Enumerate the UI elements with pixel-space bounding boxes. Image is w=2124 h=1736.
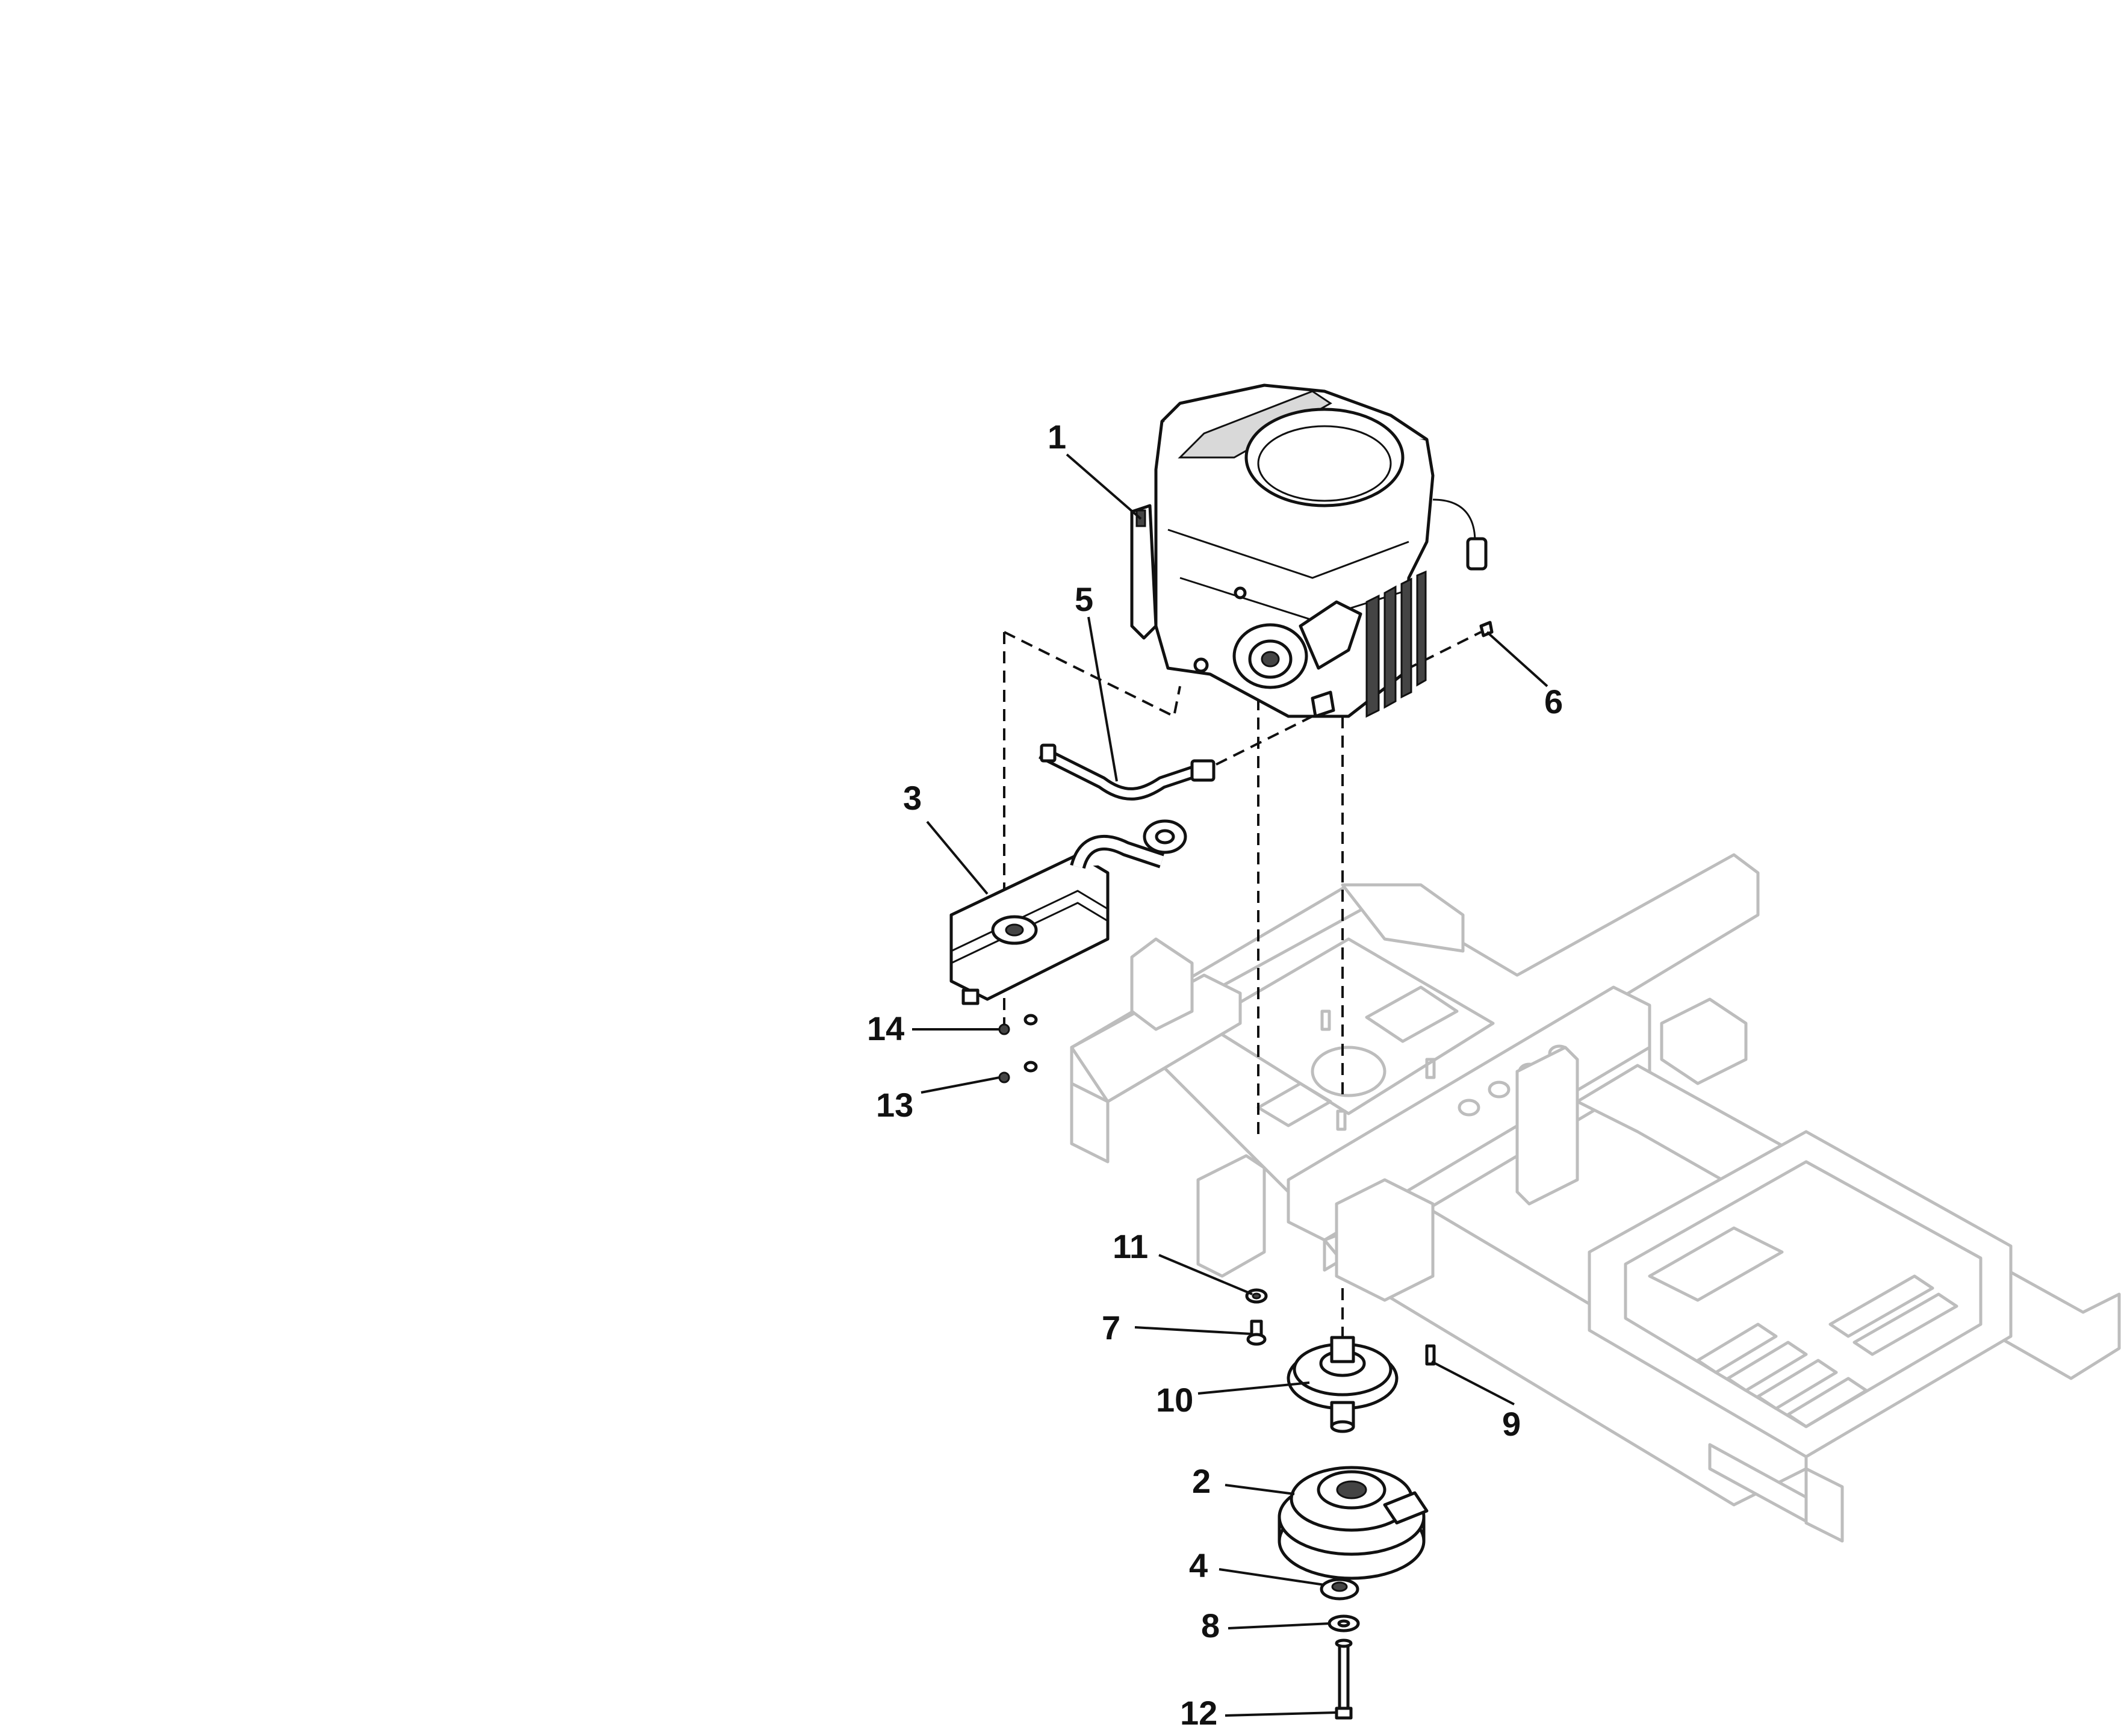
chassis-frame bbox=[1070, 853, 2121, 1543]
callout-3: 3 bbox=[903, 779, 922, 817]
muffler bbox=[949, 819, 1187, 1005]
pulley bbox=[1287, 1336, 1399, 1433]
callout-4: 4 bbox=[1189, 1546, 1208, 1584]
callout-14: 14 bbox=[867, 1009, 904, 1047]
callout-6: 6 bbox=[1544, 683, 1563, 721]
callout-11: 11 bbox=[1113, 1227, 1148, 1265]
callout-2: 2 bbox=[1192, 1462, 1211, 1500]
footrest-slots bbox=[1648, 1226, 1958, 1428]
callout-5: 5 bbox=[1075, 580, 1093, 618]
callout-13: 13 bbox=[876, 1086, 913, 1124]
engine-cooling-fins bbox=[1365, 570, 1427, 718]
callout-8: 8 bbox=[1201, 1607, 1220, 1645]
callout-7: 7 bbox=[1102, 1309, 1120, 1347]
callout-1: 1 bbox=[1048, 418, 1066, 456]
callout-10: 10 bbox=[1156, 1381, 1193, 1419]
clutch bbox=[1278, 1466, 1429, 1580]
callout-9: 9 bbox=[1502, 1405, 1521, 1443]
deck-pins bbox=[1320, 1009, 1436, 1131]
callout-12: 12 bbox=[1180, 1694, 1217, 1732]
callout-labels: 1 2 3 4 5 6 7 8 9 10 11 12 13 14 bbox=[867, 418, 1563, 1732]
engine bbox=[1130, 383, 1488, 718]
hardware bbox=[998, 621, 1494, 1366]
leader-lines bbox=[912, 453, 1548, 1717]
hose bbox=[1039, 743, 1216, 801]
bottom-hardware bbox=[1320, 1578, 1360, 1720]
